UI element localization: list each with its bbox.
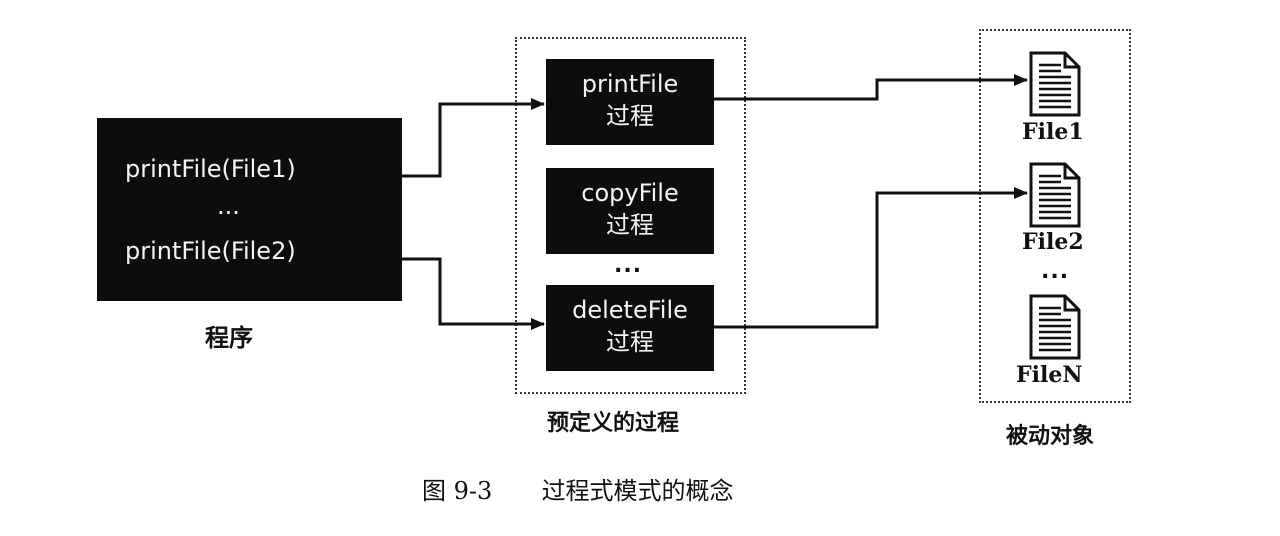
procedures-caption: 预定义的过程 — [547, 411, 680, 436]
procedure-name: printFile — [581, 70, 679, 98]
file1-document-icon — [1029, 51, 1081, 117]
objects-ellipsis: ... — [1041, 259, 1070, 284]
procedure-name: deleteFile — [572, 296, 688, 324]
arrow-deletefile-to-file2 — [714, 187, 1028, 329]
arrow-program-to-printfile — [402, 98, 545, 178]
program-line-print-file2: printFile(File2) — [125, 237, 296, 265]
procedure-printfile-box: printFile 过程 — [546, 59, 714, 145]
procedures-group — [515, 37, 746, 394]
filen-label: FileN — [1016, 362, 1083, 388]
file2-document-icon — [1029, 162, 1081, 228]
program-line-print-file1: printFile(File1) — [125, 155, 296, 183]
figure-title: 过程式模式的概念 — [541, 477, 734, 505]
procedure-name: copyFile — [581, 179, 679, 207]
filen-document-icon — [1029, 294, 1081, 360]
file1-label: File1 — [1022, 119, 1084, 145]
file2-label: File2 — [1022, 229, 1084, 255]
objects-caption: 被动对象 — [1006, 424, 1095, 449]
procedure-deletefile-box: deleteFile 过程 — [546, 285, 714, 371]
program-caption: 程序 — [205, 324, 253, 352]
procedure-suffix: 过程 — [606, 102, 654, 130]
figure-number: 图 9-3 — [422, 477, 493, 505]
program-line-ellipsis: ... — [217, 192, 240, 220]
procedure-suffix: 过程 — [606, 328, 654, 356]
objects-group — [979, 29, 1131, 403]
arrow-printfile-to-file1 — [714, 74, 1028, 101]
arrow-program-to-deletefile — [402, 257, 545, 330]
program-block: printFile(File1) ... printFile(File2) — [97, 118, 402, 301]
procedure-suffix: 过程 — [606, 211, 654, 239]
procedures-ellipsis: ... — [614, 253, 643, 278]
figure-caption: 图 9-3 过程式模式的概念 — [422, 471, 734, 506]
procedure-copyfile-box: copyFile 过程 — [546, 168, 714, 254]
